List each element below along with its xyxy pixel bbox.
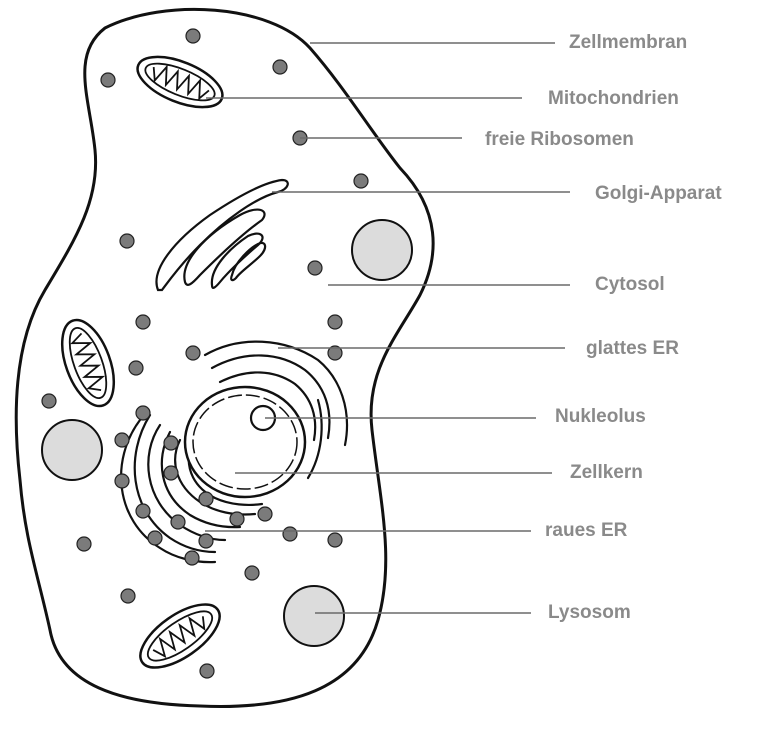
label-lysosom: Lysosom xyxy=(548,602,631,623)
ribosome xyxy=(163,465,179,481)
ribosome xyxy=(327,345,343,361)
label-zellmembran: Zellmembran xyxy=(569,32,688,53)
label-golgi-apparat: Golgi-Apparat xyxy=(595,183,722,204)
lysosome xyxy=(283,585,345,647)
ribosome xyxy=(119,233,135,249)
nucleus xyxy=(183,385,307,499)
ribosome xyxy=(41,393,57,409)
label-mitochondrien: Mitochondrien xyxy=(548,88,679,109)
ribosome xyxy=(114,432,130,448)
mitochondrion-left xyxy=(60,318,116,408)
ribosome xyxy=(163,435,179,451)
ribosome xyxy=(282,526,298,542)
lysosome xyxy=(41,419,103,481)
ribosome xyxy=(327,314,343,330)
label-zellkern: Zellkern xyxy=(570,462,643,483)
ribosome xyxy=(185,345,201,361)
ribosome xyxy=(185,28,201,44)
ribosome xyxy=(198,491,214,507)
ribosome xyxy=(147,530,163,546)
ribosome xyxy=(76,536,92,552)
ribosome xyxy=(244,565,260,581)
ribosome xyxy=(327,532,343,548)
ribosome xyxy=(128,360,144,376)
ribosome xyxy=(272,59,288,75)
label-raues-er: raues ER xyxy=(545,520,628,541)
mitochondrion-bottom xyxy=(139,603,221,669)
ribosome xyxy=(307,260,323,276)
lysosome xyxy=(351,219,413,281)
ribosome xyxy=(135,314,151,330)
ribosome xyxy=(135,405,151,421)
cell-membrane xyxy=(14,7,435,708)
label-cytosol: Cytosol xyxy=(595,274,665,295)
ribosome xyxy=(114,473,130,489)
ribosome xyxy=(229,511,245,527)
label-glattes-er: glattes ER xyxy=(586,338,679,359)
label-freie-ribosomen: freie Ribosomen xyxy=(485,129,634,150)
golgi-apparatus xyxy=(155,178,289,292)
ribosome xyxy=(257,506,273,522)
ribosome xyxy=(184,550,200,566)
ribosome xyxy=(353,173,369,189)
ribosome xyxy=(135,503,151,519)
mitochondrion-top xyxy=(136,55,224,109)
leader-lines xyxy=(205,42,570,614)
smooth-er xyxy=(203,340,349,480)
ribosome xyxy=(198,533,214,549)
ribosome xyxy=(100,72,116,88)
ribosome xyxy=(170,514,186,530)
ribosome xyxy=(120,588,136,604)
label-nukleolus: Nukleolus xyxy=(555,406,646,427)
ribosome xyxy=(199,663,215,679)
